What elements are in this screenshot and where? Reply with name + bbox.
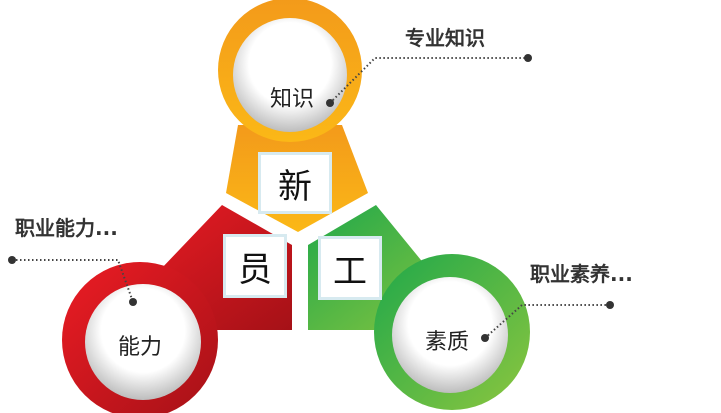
label-professional-knowledge: 专业知识 [405, 26, 485, 50]
label-professional-quality: 职业素养... [530, 262, 633, 286]
circle-knowledge-inner [233, 18, 347, 132]
leader-line-right [484, 304, 610, 339]
char-box-yuan: 员 [223, 234, 287, 298]
leader-dot [524, 54, 532, 62]
leader-dot [326, 99, 334, 107]
circle-label-knowledge: 知识 [269, 87, 315, 112]
circle-quality-inner [392, 277, 508, 393]
leader-dot [129, 298, 137, 306]
leader-dot [606, 301, 614, 309]
char-box-xin: 新 [258, 152, 332, 214]
circle-label-quality: 素质 [424, 330, 470, 355]
circle-ability-inner [85, 284, 201, 400]
circle-label-ability: 能力 [117, 335, 163, 360]
label-professional-ability: 职业能力... [15, 216, 118, 240]
leader-line-top [329, 57, 528, 104]
char-box-gong: 工 [318, 236, 382, 300]
leader-dot [8, 256, 16, 264]
leader-dot [481, 334, 489, 342]
